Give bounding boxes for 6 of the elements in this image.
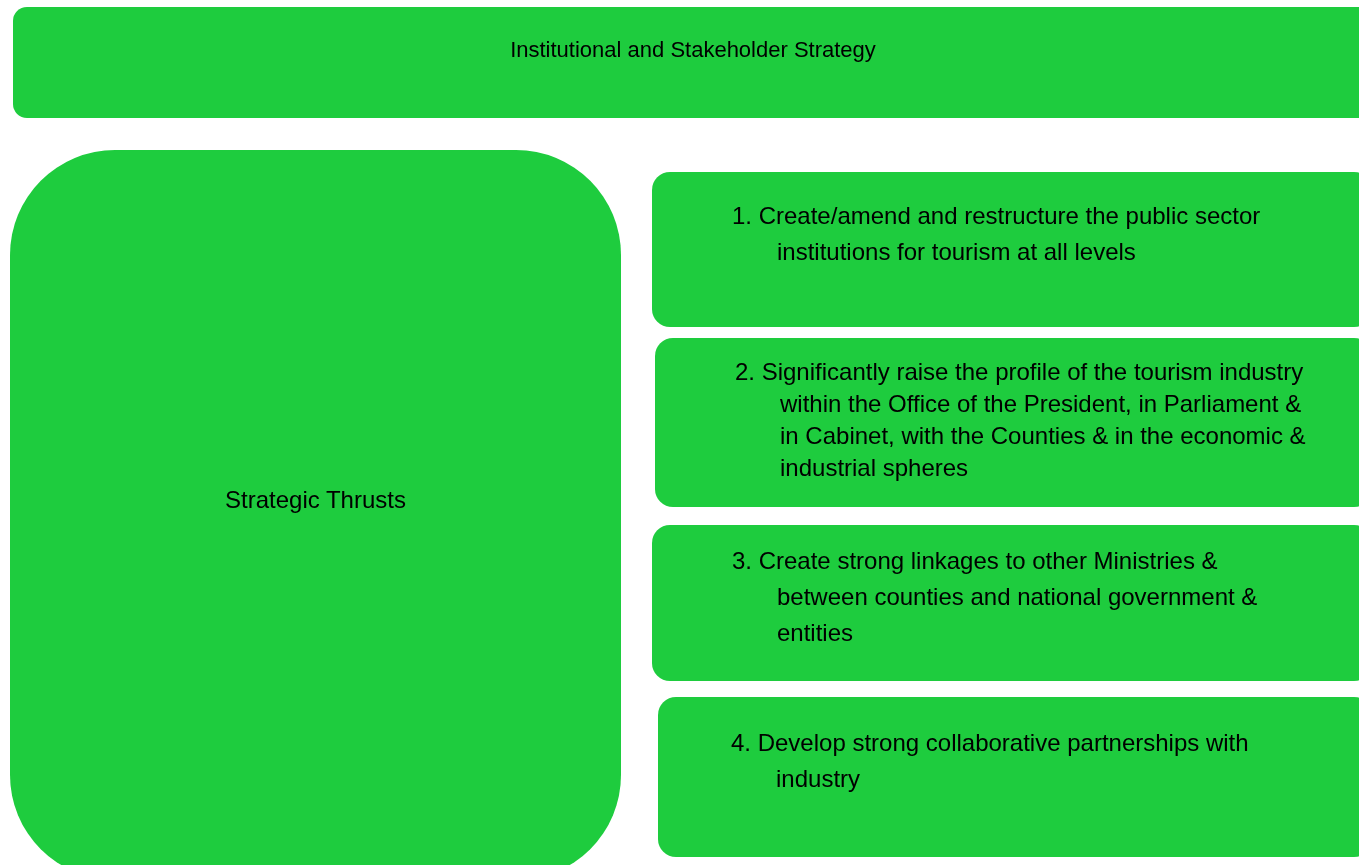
item-card: 1. Create/amend and restructure the public sector institutions for tourism at all levels [652,172,1359,327]
item-card: 2. Significantly raise the profile of the tourism industry within the Office of the President, in Parliament & in Cabinet, with the Counties & in the economic & industrial spheres [655,338,1359,507]
item-card: 3. Create strong linkages to other Ministries & between counties and national government & entities [652,525,1359,681]
item-card: 4. Develop strong collaborative partnerships with industry [658,697,1359,857]
heading-banner: Institutional and Stakeholder Strategy [13,7,1359,118]
category-panel: Strategic Thrusts [10,150,621,865]
